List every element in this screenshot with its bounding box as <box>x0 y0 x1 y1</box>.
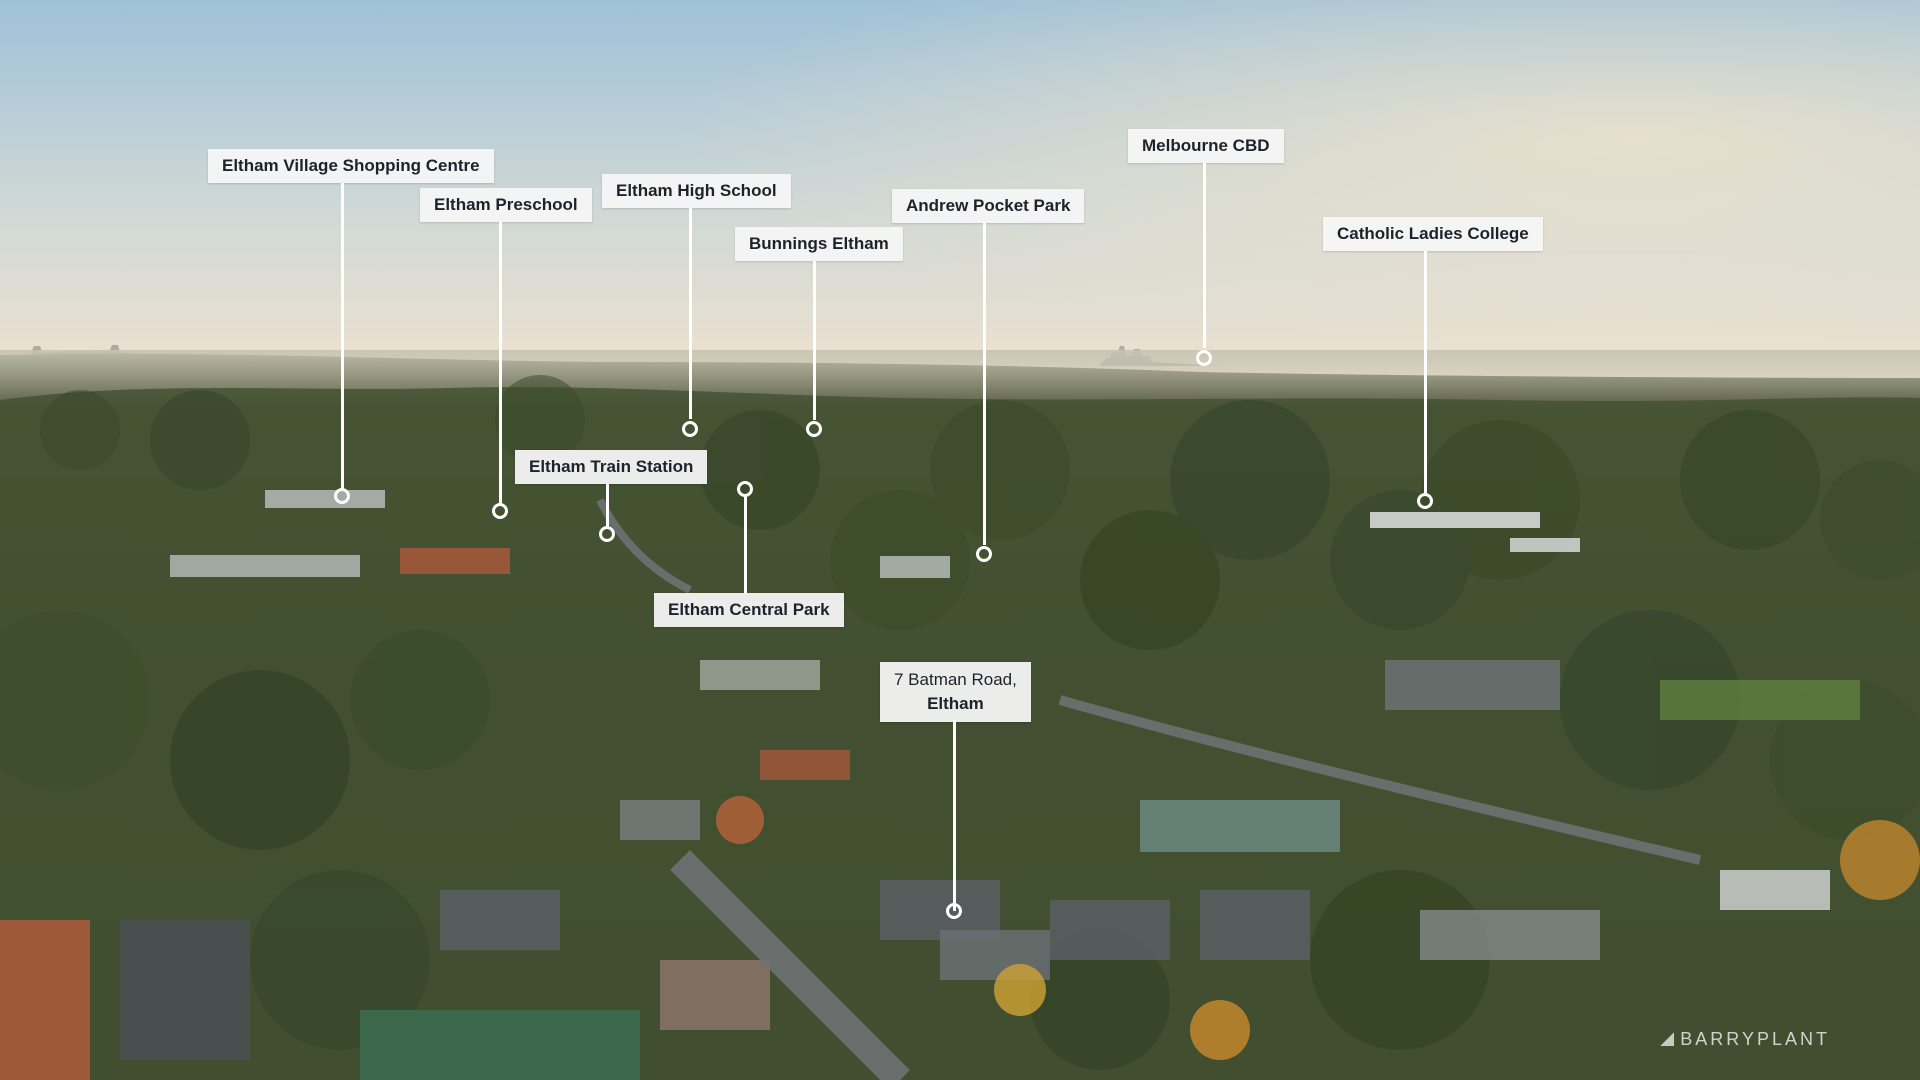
label-melbourne-cbd: Melbourne CBD <box>1128 129 1284 163</box>
location-pin-icon <box>334 488 350 504</box>
location-pin-icon <box>976 546 992 562</box>
location-pin-icon <box>806 421 822 437</box>
leader-line <box>499 222 502 504</box>
leader-line <box>1424 251 1427 493</box>
location-pin-icon <box>492 503 508 519</box>
leader-line <box>1203 163 1206 348</box>
watermark: BARRYPLANT <box>1660 1029 1830 1050</box>
sports-courts <box>360 680 1860 1080</box>
leader-line <box>953 720 956 911</box>
location-pin-icon <box>737 481 753 497</box>
label-andrew-pocket-park: Andrew Pocket Park <box>892 189 1085 223</box>
location-pin-icon <box>1196 350 1212 366</box>
label-eltham-village-shopping-centre: Eltham Village Shopping Centre <box>208 149 494 183</box>
label-eltham-train-station: Eltham Train Station <box>515 450 708 484</box>
leader-line <box>341 183 344 489</box>
watermark-text: BARRYPLANT <box>1680 1029 1830 1049</box>
label-bunnings-eltham: Bunnings Eltham <box>735 227 903 261</box>
location-pin-icon <box>946 903 962 919</box>
label-eltham-preschool: Eltham Preschool <box>420 188 592 222</box>
address-line-1: 7 Batman Road, <box>894 670 1017 689</box>
barryplant-logo-icon <box>1660 1032 1675 1046</box>
label-eltham-high-school: Eltham High School <box>602 174 791 208</box>
leader-line <box>813 261 816 420</box>
leader-line <box>689 208 692 419</box>
leader-line <box>744 497 747 594</box>
address-line-2: Eltham <box>927 694 984 713</box>
label-catholic-ladies-college: Catholic Ladies College <box>1323 217 1543 251</box>
suburban-rooftops <box>0 490 1830 1080</box>
label-eltham-central-park: Eltham Central Park <box>654 593 844 627</box>
autumn-trees <box>716 796 1920 1060</box>
leader-line <box>606 484 609 528</box>
label-subject-property: 7 Batman Road, Eltham <box>880 662 1031 722</box>
location-pin-icon <box>1417 493 1433 509</box>
location-pin-icon <box>682 421 698 437</box>
leader-line <box>983 223 986 545</box>
location-pin-icon <box>599 526 615 542</box>
